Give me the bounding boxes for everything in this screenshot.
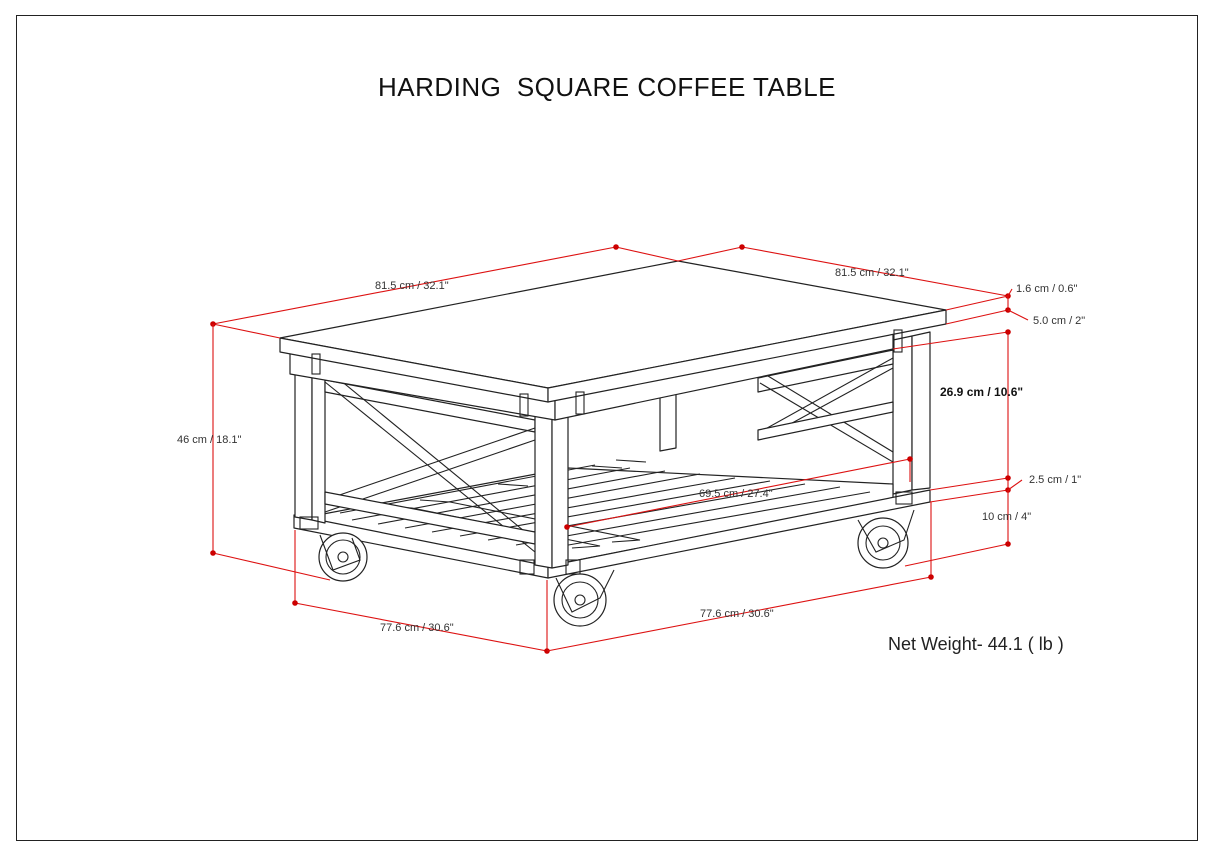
drawing-title: HARDING SQUARE COFFEE TABLE <box>377 72 836 102</box>
label-caster-height: 10 cm / 4" <box>982 511 1031 523</box>
label-base-right: 77.6 cm / 30.6" <box>700 608 774 620</box>
front-leg <box>534 409 553 569</box>
right-upper-rail <box>757 349 894 393</box>
label-shelf-thickness: 2.5 cm / 1" <box>1029 474 1081 486</box>
label-apron-height: 5.0 cm / 2" <box>1033 315 1085 327</box>
caster-left <box>318 532 368 582</box>
label-top-thickness: 1.6 cm / 0.6" <box>1016 283 1077 295</box>
caster-right <box>857 509 915 569</box>
net-weight: Net Weight- 44.1 ( lb ) <box>888 634 1064 654</box>
dimension-labels: 81.5 cm / 32.1" 81.5 cm / 32.1" 1.6 cm /… <box>177 267 1085 634</box>
back-leg <box>659 393 677 452</box>
drawing-frame <box>16 15 1198 841</box>
coffee-table-illustration <box>279 260 947 627</box>
right-leg <box>892 335 913 495</box>
label-base-left: 77.6 cm / 30.6" <box>380 622 454 634</box>
label-shelf-width: 69.5 cm / 27.4" <box>699 488 773 500</box>
label-top-width: 81.5 cm / 32.1" <box>375 280 449 292</box>
caster-front <box>553 569 615 627</box>
dimension-lines <box>210 244 1029 654</box>
label-upper-clearance: 26.9 cm / 10.6" <box>940 385 1023 399</box>
label-top-depth: 81.5 cm / 32.1" <box>835 267 909 279</box>
left-leg <box>294 371 313 521</box>
label-total-height: 46 cm / 18.1" <box>177 434 242 446</box>
